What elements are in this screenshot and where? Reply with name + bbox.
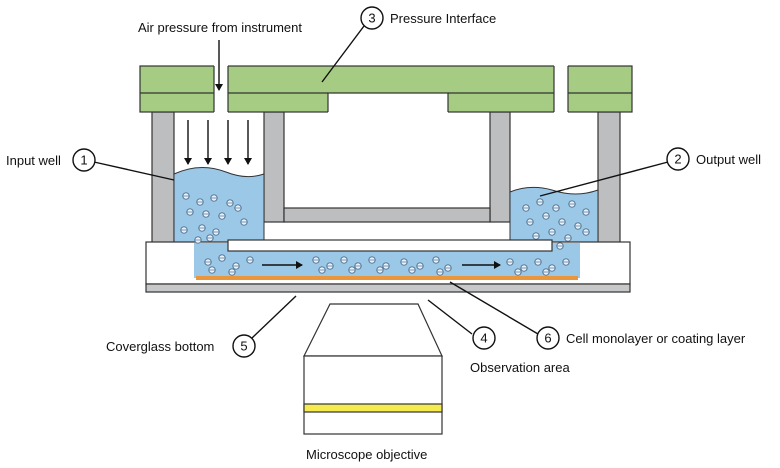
microscope-objective (303, 303, 443, 435)
label-input-well: Input well (6, 153, 61, 168)
text-labels: Air pressure from instrument Pressure In… (6, 11, 761, 462)
label-air-pressure: Air pressure from instrument (138, 20, 302, 35)
label-observation-area: Observation area (470, 360, 570, 375)
label-coverglass-bottom: Coverglass bottom (106, 339, 214, 354)
coating-layer (196, 276, 578, 280)
callout-1: 1 (80, 153, 87, 168)
callout-circles: 3 1 2 5 4 6 (72, 6, 690, 358)
leader-lines (93, 25, 669, 339)
callout-5: 5 (240, 339, 247, 354)
pressure-interface-block (139, 65, 633, 113)
cells (180, 192, 590, 276)
callout-4: 4 (480, 331, 487, 346)
callout-2: 2 (674, 152, 681, 167)
label-output-well: Output well (696, 152, 761, 167)
label-microscope-objective: Microscope objective (306, 447, 427, 462)
label-cell-monolayer: Cell monolayer or coating layer (566, 331, 746, 346)
well-walls (151, 111, 621, 244)
label-pressure-interface: Pressure Interface (390, 11, 496, 26)
air-pressure-arrows (184, 40, 252, 165)
coverglass (145, 283, 631, 293)
callout-3: 3 (368, 11, 375, 26)
output-well-medium (509, 186, 599, 244)
callout-6: 6 (544, 331, 551, 346)
